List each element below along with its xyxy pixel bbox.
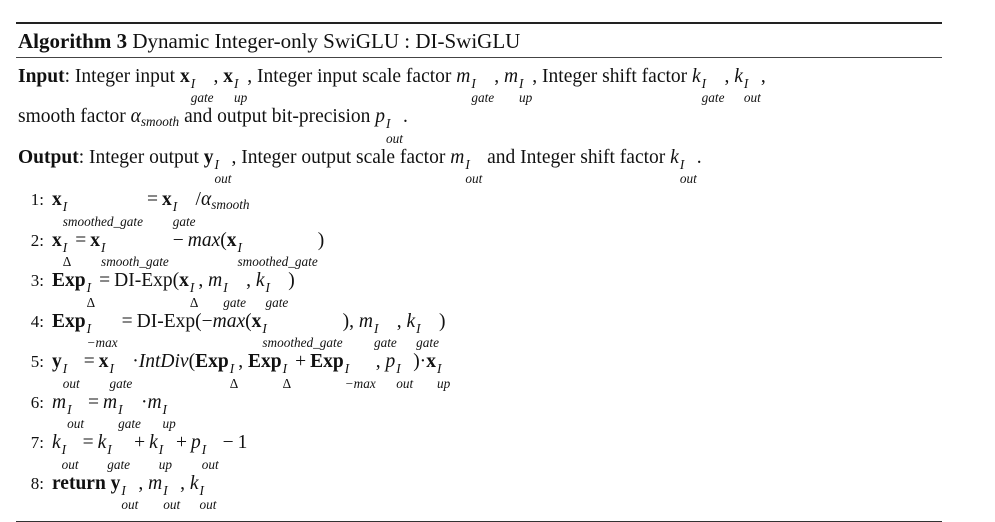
output-text-3: and Integer shift factor: [482, 146, 671, 168]
algorithm-name: Dynamic Integer-only SwiGLU : DI-SwiGLU: [132, 29, 521, 53]
input-text-2: , Integer input scale factor: [247, 66, 457, 87]
input-label: Input: [18, 66, 65, 87]
step-number: 5:: [30, 352, 44, 372]
input-text-1: : Integer input: [64, 66, 180, 87]
input-text-5: and output bit-precision: [179, 106, 376, 128]
di-exp-fn: DI-Exp: [136, 310, 196, 332]
output-label: Output: [18, 146, 79, 168]
top-rule: [16, 22, 942, 24]
step-number: 8:: [30, 473, 44, 493]
step-number: 2:: [30, 230, 44, 250]
output-text-1: : Integer output: [78, 146, 204, 168]
algorithm-title: Algorithm 3 Dynamic Integer-only SwiGLU …: [16, 24, 942, 57]
intdiv-fn: IntDiv: [138, 351, 189, 373]
di-exp-fn: DI-Exp: [114, 270, 173, 292]
step-number: 6:: [30, 392, 44, 412]
step-number: 7:: [30, 433, 44, 453]
return-keyword: return: [52, 472, 106, 494]
step-number: 4:: [30, 311, 44, 331]
input-text-3: , Integer shift factor: [532, 66, 693, 87]
input-text-4: smooth factor: [18, 106, 131, 128]
step-number: 1:: [30, 190, 44, 210]
algorithm-box: Algorithm 3 Dynamic Integer-only SwiGLU …: [16, 22, 942, 522]
output-text-2: , Integer output scale factor: [231, 146, 451, 168]
step-number: 3:: [30, 271, 44, 291]
algorithm-label: Algorithm 3: [18, 29, 128, 53]
title-rule: [16, 57, 942, 58]
